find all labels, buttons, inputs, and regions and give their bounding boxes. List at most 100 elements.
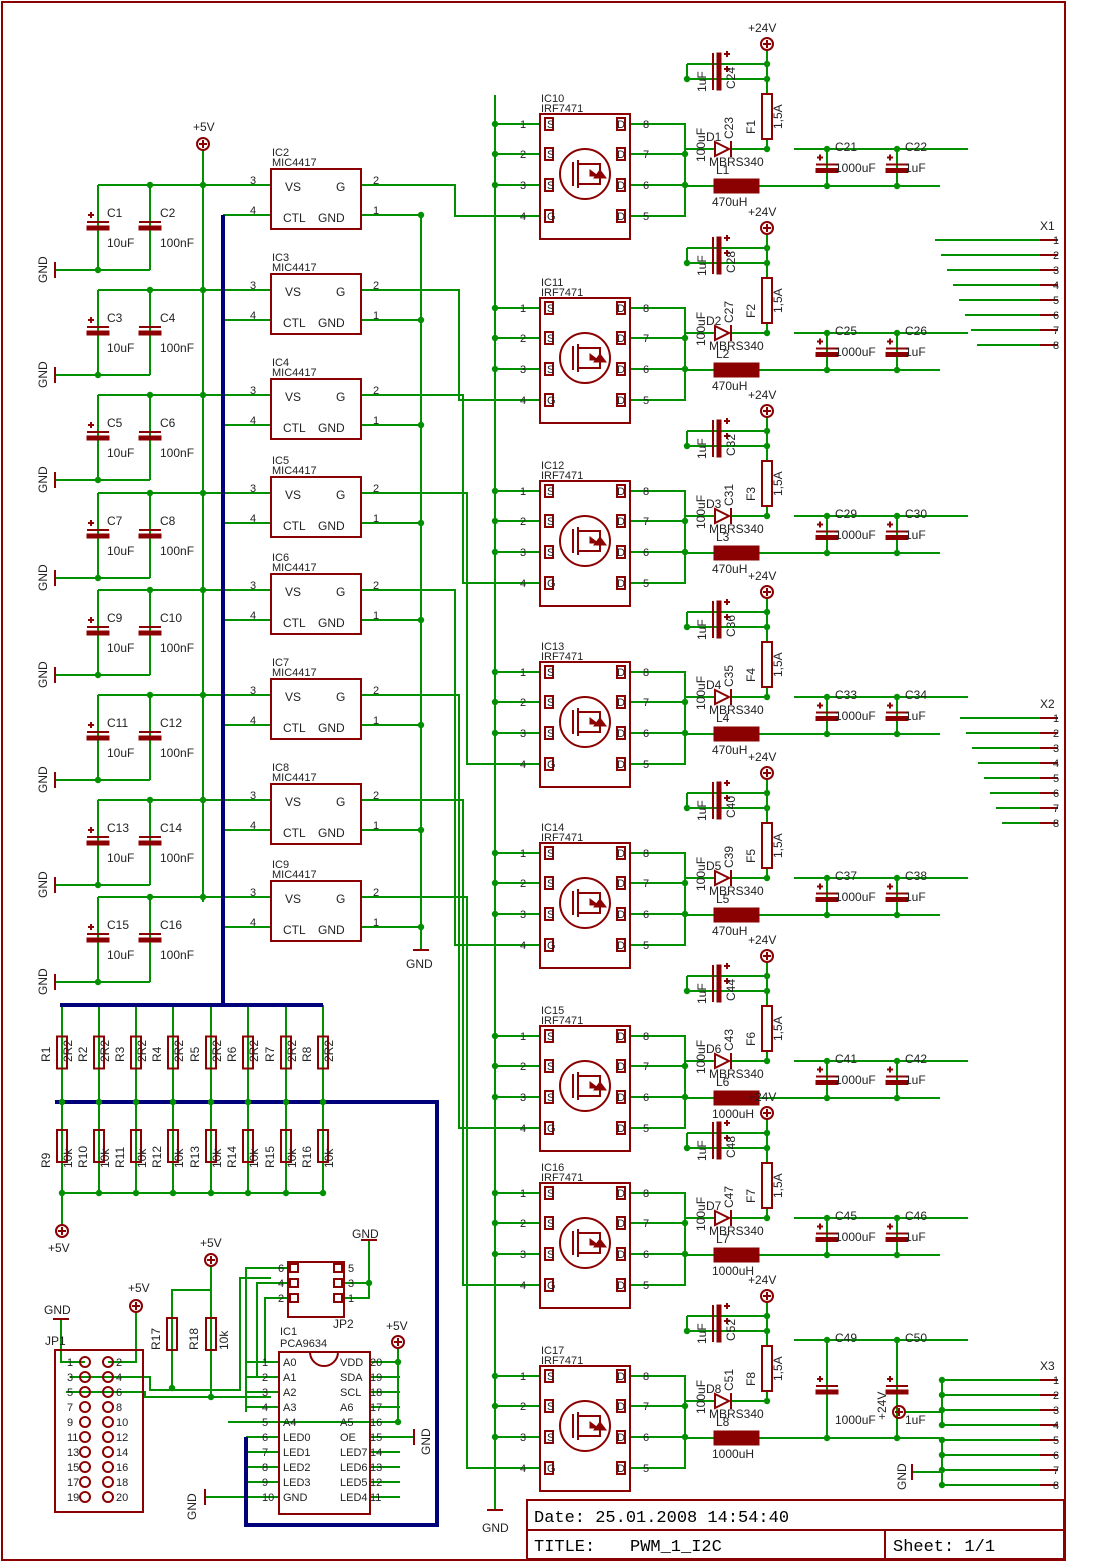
cap-name-label: C13	[107, 821, 129, 835]
inductor-name-label: L3	[716, 530, 730, 544]
pca-pin-label: LED1	[283, 1447, 311, 1459]
mosfet-pin-label: S	[547, 1432, 554, 1444]
mosfet-pinnum: 8	[643, 1371, 649, 1383]
mosfet-pin-label: S	[547, 547, 554, 559]
junction	[681, 334, 689, 342]
driver-pinnum: 4	[250, 820, 256, 832]
connector-pin-label: 5	[1053, 295, 1059, 307]
junction	[683, 442, 691, 450]
cap-C29	[815, 521, 839, 540]
vcc5-symbol-jp1	[129, 1299, 143, 1313]
cap-value-label: 10uF	[107, 544, 134, 558]
mosfet-IC13	[539, 661, 631, 788]
junction	[893, 1251, 901, 1259]
driver-IC9	[270, 880, 362, 942]
mosfet-pin-label: D	[617, 1061, 625, 1073]
ch-c100u-label: 100uF	[694, 676, 708, 710]
fuse-F3	[761, 460, 773, 507]
diode-D8	[714, 1392, 732, 1410]
mosfet-pin-label: D	[617, 395, 625, 407]
cap-C31	[712, 433, 730, 458]
resistor-name-label: R10	[76, 1146, 90, 1168]
diode-name-label: D8	[706, 1382, 722, 1396]
pca-pinnum: 3	[262, 1387, 268, 1399]
jp2-name-label: JP2	[333, 1317, 354, 1331]
vcc24-label: +24V	[748, 1273, 776, 1287]
bus-line	[55, 1100, 439, 1527]
vcc5-symbol-pullup	[204, 1253, 218, 1267]
driver-pin-g: G	[336, 795, 345, 809]
pca-pinnum: 4	[262, 1402, 268, 1414]
resistor-value-label: 10k	[172, 1148, 186, 1168]
output-cap-name-label: C33	[835, 688, 857, 702]
ch-c100u-label: 100uF	[694, 1197, 708, 1231]
junction	[491, 1093, 499, 1101]
connector-pin-label: 8	[1053, 818, 1059, 830]
junction	[763, 75, 771, 83]
jp1-pin-label: 4	[116, 1372, 122, 1384]
vcc5-label-pca: +5V	[386, 1319, 408, 1333]
output-cap-value-label: 1000uF	[835, 1230, 876, 1244]
fuse-value-label: 1,5A	[771, 1173, 785, 1198]
pca-pin-label: A3	[283, 1402, 296, 1414]
mosfet-drain-wire	[630, 123, 686, 217]
junction	[417, 826, 425, 834]
inductor-L3	[713, 545, 760, 561]
mosfet-pinnum: 3	[520, 728, 526, 740]
ch-cap-top-name: C44	[724, 979, 738, 1001]
junction	[763, 512, 771, 520]
diode-value-label: MBRS340	[709, 1224, 764, 1238]
jp1-pin-label: 5	[67, 1387, 73, 1399]
mosfet-pin-label: S	[547, 878, 554, 890]
driver-pinnum: 1	[373, 415, 379, 427]
junction	[823, 1094, 831, 1102]
vcc24-symbol-x3	[892, 1405, 906, 1419]
diode-value-label: MBRS340	[709, 1067, 764, 1081]
driver-pinnum: 2	[373, 385, 379, 397]
junction	[365, 1279, 373, 1287]
mosfet-part-label: IRF7471	[541, 1172, 583, 1184]
resistor-R1	[56, 1035, 68, 1070]
jp1-i2c-wire	[66, 1391, 271, 1398]
junction	[417, 721, 425, 729]
junction	[893, 730, 901, 738]
junction	[823, 145, 831, 153]
vcc24-label: +24V	[748, 750, 776, 764]
driver-IC2	[270, 168, 362, 230]
pca-pinnum: 11	[370, 1492, 381, 1504]
driver-pinnum: 1	[373, 820, 379, 832]
gate-drive-wire	[361, 694, 540, 1129]
ch-cap-top-name: C48	[724, 1136, 738, 1158]
mosfet-pin-label: D	[617, 578, 625, 590]
junction	[417, 616, 425, 624]
fuse-value-label: 1,5A	[771, 652, 785, 677]
gnd-label-decoup: GND	[36, 661, 50, 688]
mosfet-pin-label: D	[617, 1401, 625, 1413]
junction	[146, 586, 154, 594]
junction	[763, 1397, 771, 1405]
junction	[417, 316, 425, 324]
cap-C50	[885, 1376, 909, 1395]
cap-name-label: C12	[160, 716, 182, 730]
junction	[681, 548, 689, 556]
junction	[491, 365, 499, 373]
resistor-R5	[205, 1035, 217, 1070]
mosfet-pin-label: G	[547, 578, 556, 590]
driver-pinnum: 3	[250, 790, 256, 802]
junction	[823, 1336, 831, 1344]
inductor-value-label: 470uH	[712, 743, 747, 757]
cap-name-label: C6	[160, 416, 176, 430]
driver-pinnum: 3	[250, 280, 256, 292]
vcc24-label: +24V	[748, 388, 776, 402]
vcc24-symbol	[760, 1106, 774, 1120]
diode-name-label: D1	[706, 130, 722, 144]
cap-value-label: 100nF	[160, 544, 194, 558]
mosfet-pin-label: S	[547, 333, 554, 345]
jp1-pin-label: 16	[116, 1462, 128, 1474]
vcc24-symbol	[760, 949, 774, 963]
output-cap-value-label: 1uF	[905, 528, 926, 542]
gnd-label-decoup: GND	[36, 361, 50, 388]
mosfet-pinnum: 8	[643, 486, 649, 498]
junction	[893, 874, 901, 882]
mosfet-part-label: IRF7471	[541, 287, 583, 299]
